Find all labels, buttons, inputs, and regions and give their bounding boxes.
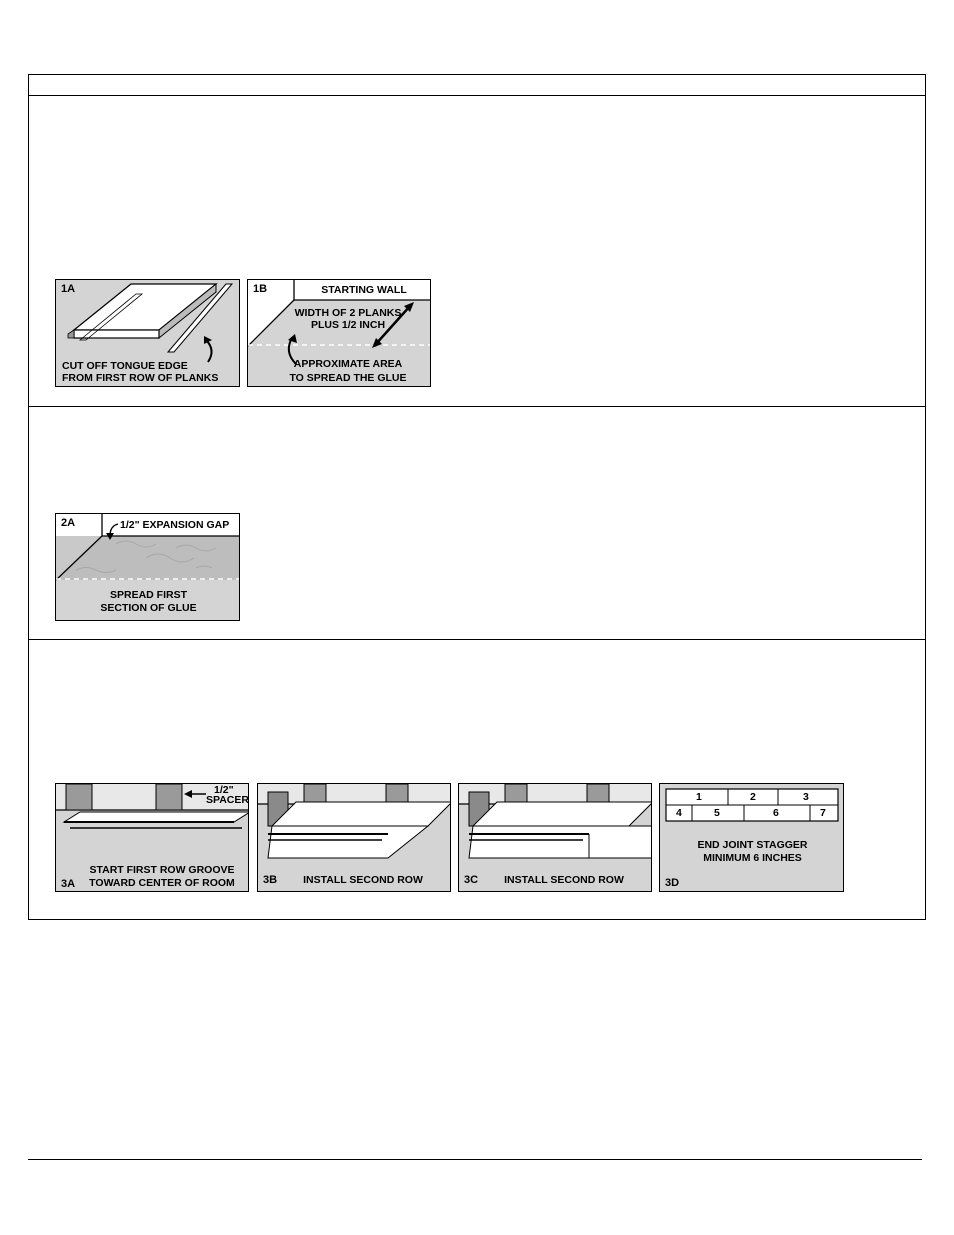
stagger-row1-plank-1: 1 [696,791,702,803]
figure-3d-label: 3D [665,877,680,889]
figure-3a-caption-2: TOWARD CENTER OF ROOM [89,877,235,889]
footer-rule [28,1159,922,1160]
stagger-row2-plank-5: 5 [714,807,720,819]
instruction-table [28,74,926,920]
figure-2a-caption-2: SECTION OF GLUE [100,602,197,614]
figure-1b-drawing [248,280,430,365]
section-divider-1 [29,406,925,407]
stagger-row2-plank-6: 6 [773,807,779,819]
stagger-row2-plank-7: 7 [820,807,826,819]
figure-3c-drawing [459,784,651,859]
figure-3b-drawing [258,784,450,859]
section-divider-2 [29,639,925,640]
figure-3a-drawing [56,784,248,829]
figure-3c-label: 3C [464,874,479,886]
figure-3a-caption-1: START FIRST ROW GROOVE [89,864,235,876]
plank-width-label-2: PLUS 1/2 INCH [310,319,386,331]
figure-1b: 1B STARTING WALL WIDTH OF 2 PLANKS PLUS … [247,279,431,387]
figure-1b-label: 1B [253,283,268,295]
figure-3c: 3C INSTALL SECOND ROW [458,783,652,892]
figure-1a-drawing [67,282,234,363]
expansion-gap-label: 1/2" EXPANSION GAP [120,519,230,531]
figure-2a-drawing [56,514,239,581]
starting-wall-label: STARTING WALL [321,284,407,296]
figure-3c-caption: INSTALL SECOND ROW [504,874,624,886]
stagger-row1-plank-3: 3 [803,791,809,803]
glue-area-label-1: APPROXIMATE AREA [293,358,403,370]
figure-3d: 1 2 3 4 5 6 7 END JOINT STAGGER MINIMUM … [659,783,844,892]
figure-2a-label: 2A [61,517,76,529]
glue-area-label-2: TO SPREAD THE GLUE [289,372,407,384]
spacer-label-1: 1/2" [214,784,234,796]
plank-width-label-1: WIDTH OF 2 PLANKS [294,307,402,319]
figure-1a-caption-2: FROM FIRST ROW OF PLANKS [62,372,219,384]
figure-1a: 1A CUT OFF TONGUE EDGE FROM FIRST ROW OF… [55,279,240,387]
figure-3b-caption: INSTALL SECOND ROW [303,874,423,886]
figure-3d-caption-1: END JOINT STAGGER [697,839,808,851]
figure-1a-caption-1: CUT OFF TONGUE EDGE [62,360,188,372]
figure-1a-label: 1A [61,283,76,295]
table-header-divider [29,95,925,96]
stagger-row2-plank-4: 4 [676,807,682,819]
figure-3d-drawing [665,788,839,822]
figure-2a-caption-1: SPREAD FIRST [109,589,187,601]
figure-3b: 3B INSTALL SECOND ROW [257,783,451,892]
figure-3d-caption-2: MINIMUM 6 INCHES [703,852,802,864]
figure-3a-label: 3A [61,878,76,890]
stagger-row1-plank-2: 2 [750,791,756,803]
figure-3b-label: 3B [263,874,278,886]
figure-2a: 2A 1/2" EXPANSION GAP SPREAD FIRST SECTI… [55,513,240,621]
